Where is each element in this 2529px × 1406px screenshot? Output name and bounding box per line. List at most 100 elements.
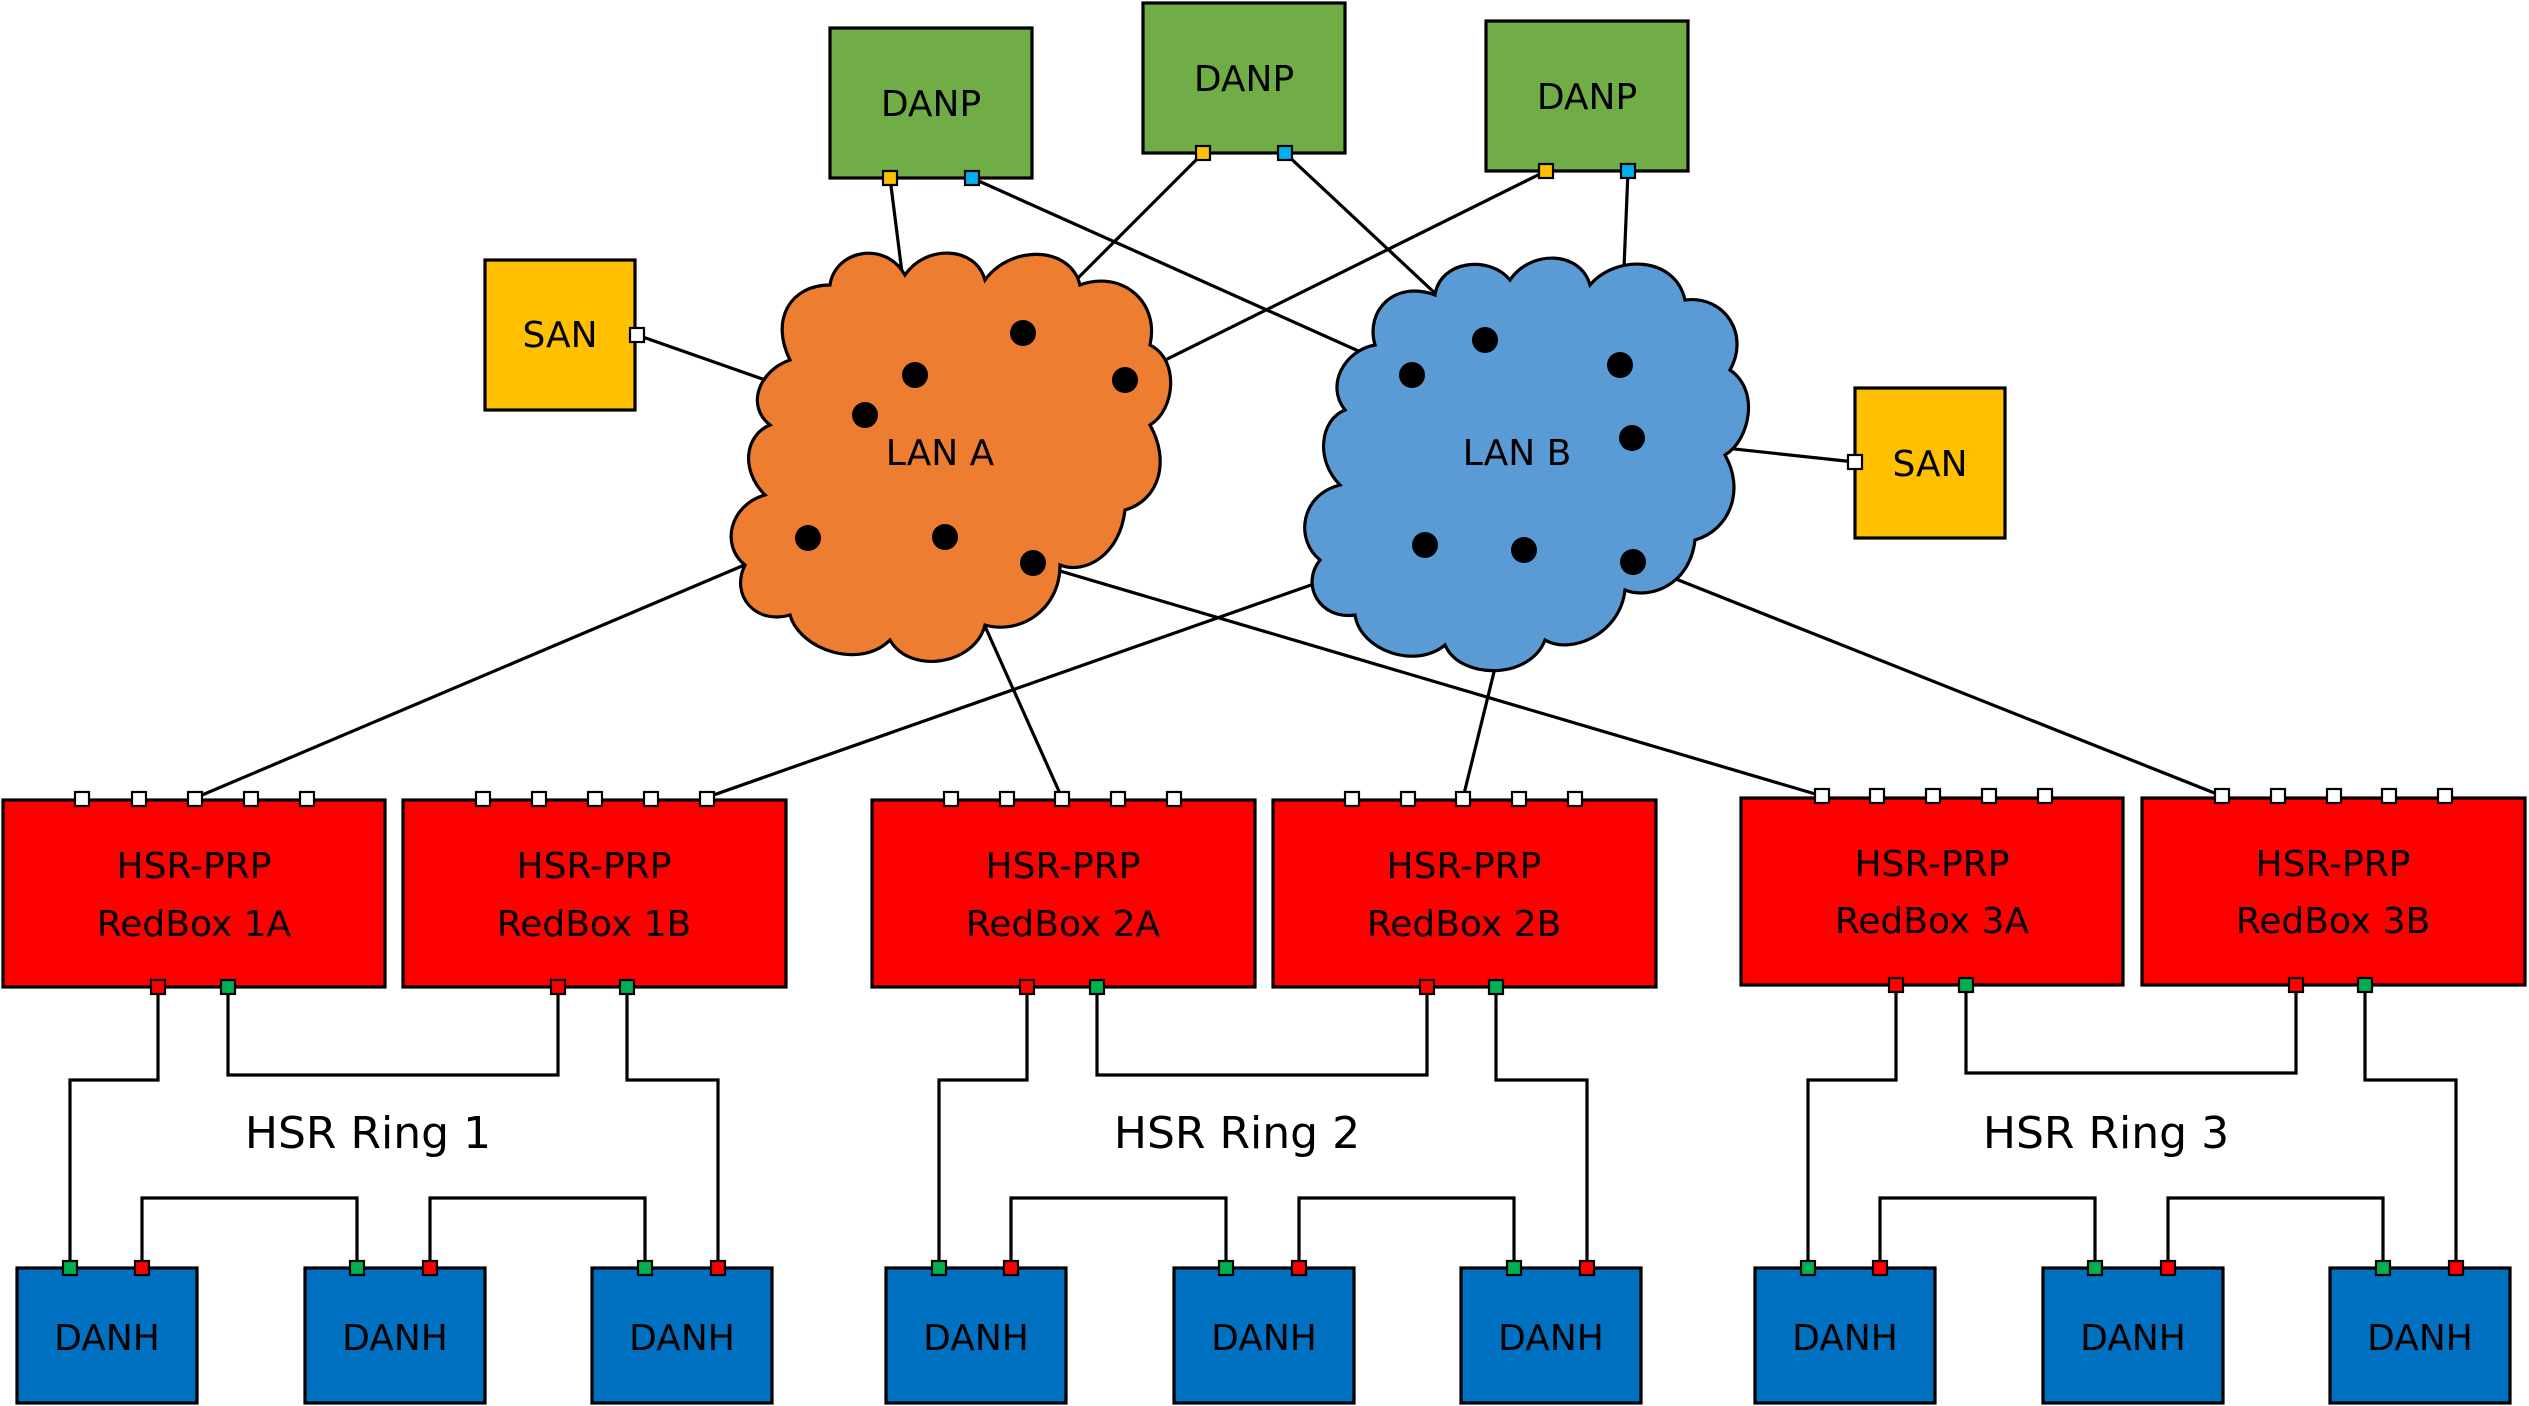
redbox-box [1739,796,2125,987]
danh-port-a [636,1259,654,1277]
danh-label: DANH [1211,1318,1317,1359]
redbox-uplink-ports [1813,787,2054,805]
link-lan-a-redbox-3a [1032,561,1823,798]
danh-box [2041,1266,2225,1405]
redbox-label-line2: RedBox 3B [2236,901,2430,942]
danh-box [303,1266,487,1405]
danh-node: DANH [2328,1259,2512,1405]
redbox-port [530,790,548,808]
redbox-port [1924,787,1942,805]
danh-box [1172,1266,1356,1405]
danh-node: DANH [1753,1259,1937,1405]
redbox-uplink-ports [73,790,316,808]
redbox-ring-port-b [1487,978,1505,996]
lan-a-ports [795,320,1138,576]
lan-b-port-dot [1511,537,1537,563]
san-box [483,258,637,412]
redbox-port [1053,790,1071,808]
lan-b-port-dot [1619,425,1645,451]
redbox-port [2036,787,2054,805]
redbox-port [2269,787,2287,805]
lan-b-port-dot [1399,362,1425,388]
redbox-label-line1: HSR-PRP [1855,844,2010,885]
danh-port-b [1290,1259,1308,1277]
lan-b-cloud: LAN B [1303,256,1751,673]
redbox-label-line1: HSR-PRP [986,846,1141,887]
redbox-ring-port-b [1088,978,1106,996]
ring2-wire-danh-2-3 [1297,1196,1516,1265]
ring1-wire-1a-green [226,987,560,1077]
danp-box [1484,19,1690,173]
danh-port-b [421,1259,439,1277]
lan-a-cloud-shape [729,251,1173,663]
danh-port-a [2086,1259,2104,1277]
danh-port-a [2374,1259,2392,1277]
danh-port-a [348,1259,366,1277]
danh-port-b [709,1259,727,1277]
danh-box [884,1266,1068,1405]
san-port [1846,453,1864,471]
danh-port-a [930,1259,948,1277]
danh-port-a [1217,1259,1235,1277]
redbox-box [1,798,387,989]
danh-node: DANH [1459,1259,1643,1405]
ring2-wire-2b-green [1494,987,1589,1265]
danh-node: DANH [590,1259,774,1405]
danh-port-b [1002,1259,1020,1277]
redbox-label-line2: RedBox 3A [1835,901,2030,942]
redbox-3a: HSR-PRP RedBox 3A [1739,787,2125,994]
danh-box [15,1266,199,1405]
ring3-wire-3b-green [2363,985,2458,1265]
redbox-ring-port-a [149,978,167,996]
danh-port-a [61,1259,79,1277]
redbox-uplink-ports [1343,790,1584,808]
redbox-label-line1: HSR-PRP [517,846,672,887]
redbox-ring-port-b [1957,976,1975,994]
danh-label: DANH [54,1318,160,1359]
redbox-box [870,798,1257,989]
danp-port-lan-a [1194,144,1212,162]
hsr-ring-2-label: HSR Ring 2 [1114,1108,1360,1159]
danp-port-lan-a [1537,162,1555,180]
redbox-port [242,790,260,808]
redbox-port [73,790,91,808]
danp-port-lan-b [963,169,981,187]
ring3-wire-3a-red [1806,985,1898,1265]
redbox-box [2140,796,2527,987]
danp-node-3: DANP [1484,19,1690,180]
danp-label: DANP [1537,77,1637,118]
redbox-ring-port-b [219,978,237,996]
lan-b-port-dot [1412,532,1438,558]
redbox-port [2325,787,2343,805]
san-node-right: SAN [1846,386,2007,540]
ring2-wire-2a-red [937,987,1029,1265]
ring3-wire-danh-2-3 [2166,1196,2385,1265]
danh-label: DANH [2080,1318,2186,1359]
danh-label: DANH [923,1318,1029,1359]
danh-port-b [2159,1259,2177,1277]
redbox-port [130,790,148,808]
lan-b-label: LAN B [1463,433,1572,474]
redbox-label-line1: HSR-PRP [1387,846,1542,887]
redbox-1b: HSR-PRP RedBox 1B [401,790,788,996]
link-danp1-lan-b [971,176,1413,377]
danh-port-b [1578,1259,1596,1277]
redbox-port [1868,787,1886,805]
danp-node-1: DANP [828,26,1034,187]
connection-lines [68,151,2458,1265]
danh-node: DANH [1172,1259,1356,1405]
danp-box [828,26,1034,180]
redbox-ring-port-a [1887,976,1905,994]
redbox-label-line1: HSR-PRP [117,846,272,887]
redbox-port [1510,790,1528,808]
danh-label: DANH [629,1318,735,1359]
redbox-label-line1: HSR-PRP [2256,844,2411,885]
danh-box [1753,1266,1937,1405]
redbox-label-line2: RedBox 2A [966,904,1161,945]
redbox-port [2380,787,2398,805]
lan-b-port-dot [1472,327,1498,353]
ring3-wire-3a-green [1964,985,2298,1075]
redbox-ring-port-a [1018,978,1036,996]
redbox-uplink-ports [474,790,716,808]
